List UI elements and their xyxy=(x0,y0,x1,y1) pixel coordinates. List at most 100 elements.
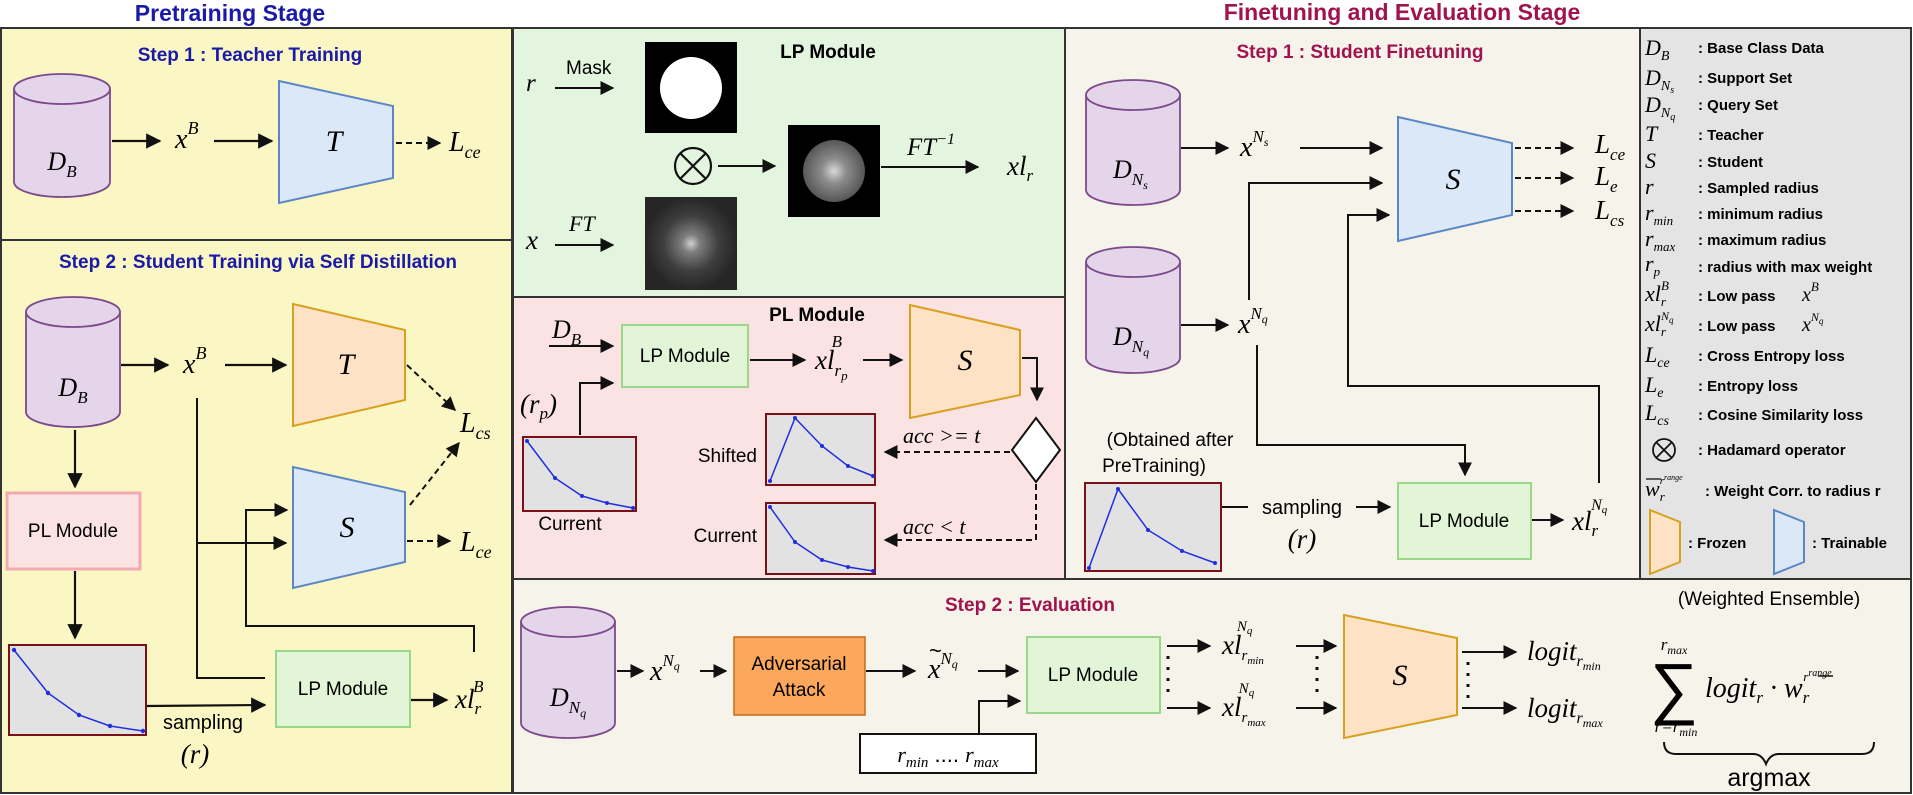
student-label: S xyxy=(340,511,355,544)
argmax-brace xyxy=(1663,741,1875,767)
teacher-model-trapezoid xyxy=(278,79,394,205)
shifted-curve-markers xyxy=(768,416,875,483)
lp-module-label: LP Module xyxy=(1419,511,1510,532)
trainable-label: : Trainable xyxy=(1812,535,1887,552)
dashed-arrow xyxy=(883,484,1037,547)
pl-module-label: PL Module xyxy=(28,521,118,542)
student-model-frozen xyxy=(1343,613,1458,740)
tilde-mark: ~ xyxy=(929,638,942,663)
legend-sym: T xyxy=(1645,121,1659,146)
sampling-label: sampling xyxy=(163,712,243,734)
legend-desc: : Support Set xyxy=(1698,70,1792,87)
connector xyxy=(196,398,265,679)
connector xyxy=(1347,208,1600,483)
weight-curve-markers xyxy=(11,647,146,734)
base-data-cylinder xyxy=(25,296,121,428)
lp-module-label: LP Module xyxy=(1048,665,1139,686)
hadamard-icon xyxy=(1655,441,1673,459)
current-plot xyxy=(765,502,876,575)
legend-desc: : Cosine Similarity loss xyxy=(1698,407,1863,424)
legend-desc: : Low pass xyxy=(1698,318,1776,335)
pretrained-weight-markers xyxy=(1087,487,1217,570)
legend-panel xyxy=(1639,27,1912,580)
ft-label: FT xyxy=(568,211,596,236)
student-model-frozen xyxy=(909,303,1021,420)
legend-desc: : Entropy loss xyxy=(1698,378,1798,395)
legend-desc: : Hadamard operator xyxy=(1698,442,1846,459)
lowpass-spectrum-disc xyxy=(803,140,865,202)
adversarial-attack-label-line1: Adversarial xyxy=(751,654,846,675)
condition-lt: acc < t xyxy=(903,514,966,539)
rp-label: (rp) xyxy=(520,389,557,423)
teacher-label: T xyxy=(338,348,357,381)
teacher-label: T xyxy=(326,125,345,158)
legend-desc: : Weight Corr. to radius r xyxy=(1705,483,1881,500)
query-data-cylinder xyxy=(520,606,616,739)
dashed-arrow xyxy=(409,441,460,506)
shifted-label: Shifted xyxy=(698,446,757,467)
lp-module-label: LP Module xyxy=(640,346,731,367)
hadamard-icon xyxy=(1652,438,1676,462)
support-data-cylinder xyxy=(1085,79,1181,206)
adversarial-attack-label-line2: Attack xyxy=(773,680,826,701)
legend-desc: : minimum radius xyxy=(1698,206,1823,223)
student-label: S xyxy=(1393,659,1408,692)
legend-desc: : Sampled radius xyxy=(1698,180,1819,197)
radius-label: (r) xyxy=(181,739,210,769)
radius-range-label: rmin .... rmax xyxy=(897,742,999,771)
connector xyxy=(1256,345,1472,477)
current-curve-markers xyxy=(768,505,875,573)
lp-module-box xyxy=(1026,636,1161,714)
decision-diamond xyxy=(1010,416,1062,484)
obtained-after-line2: PreTraining) xyxy=(1102,456,1206,477)
current-curve-bottom-markers xyxy=(525,439,635,510)
student-label: S xyxy=(958,344,973,377)
legend-desc: : Query Set xyxy=(1698,97,1778,114)
current-bottom-label: Current xyxy=(538,514,602,535)
lp-module-title: LP Module xyxy=(780,42,876,63)
legend: DB : Base Class Data DNs : Support Set D… xyxy=(1644,35,1887,576)
shifted-plot xyxy=(765,413,876,486)
legend-desc: : Base Class Data xyxy=(1698,40,1825,57)
legend-desc: : Low pass xyxy=(1698,288,1776,305)
connector xyxy=(1022,357,1044,402)
radius-r: r xyxy=(526,70,536,97)
summation-sign: ∑ xyxy=(1650,650,1698,726)
legend-sym: xlrB xyxy=(1644,278,1669,309)
pl-module-box xyxy=(5,491,142,571)
teacher-model-frozen xyxy=(292,302,406,428)
radius-range-box xyxy=(859,733,1037,774)
weight-plot xyxy=(8,644,147,736)
student-training-title: Step 2 : Student Training via Self Disti… xyxy=(59,252,457,273)
current-plot-bottom xyxy=(522,436,637,512)
lp-module-label: LP Module xyxy=(298,679,389,700)
pretraining-header: Pretraining Stage xyxy=(135,0,325,26)
base-data-cylinder xyxy=(13,73,111,198)
current-label: Current xyxy=(694,526,758,547)
mask-circle xyxy=(660,57,722,119)
teacher-training-title: Step 1 : Teacher Training xyxy=(138,45,363,66)
evaluation-panel xyxy=(512,578,1912,794)
fourier-spectrum-image xyxy=(645,197,737,290)
loss-cs-label: Lcs xyxy=(1594,195,1625,230)
legend-desc: : Cross Entropy loss xyxy=(1698,348,1845,365)
student-model-trainable xyxy=(292,465,406,590)
connector xyxy=(1248,176,1384,300)
obtained-after-line1: (Obtained after xyxy=(1107,430,1234,451)
evaluation-title: Step 2 : Evaluation xyxy=(945,595,1115,616)
hadamard-icon xyxy=(673,146,713,186)
sampling-label: sampling xyxy=(1262,497,1342,519)
student-model-trainable xyxy=(1397,115,1513,243)
legend-desc: : maximum radius xyxy=(1698,232,1826,249)
query-data-cylinder xyxy=(1085,246,1181,374)
frozen-swatch xyxy=(1649,508,1681,576)
input-x: x xyxy=(525,225,538,255)
radius-label: (r) xyxy=(1288,524,1317,554)
mask-label: Mask xyxy=(566,58,612,79)
arrow xyxy=(146,697,267,713)
student-label: S xyxy=(1446,163,1461,196)
weighted-ensemble-label: (Weighted Ensemble) xyxy=(1678,589,1860,610)
dashed-arrow xyxy=(406,364,457,411)
legend-desc: : Teacher xyxy=(1698,127,1764,144)
